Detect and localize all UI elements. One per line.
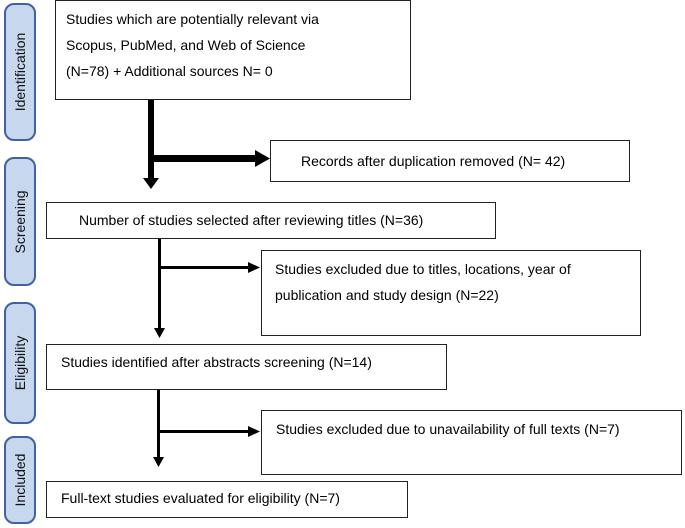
box-duplicates-removed: Records after duplication removed (N= 42…	[270, 140, 630, 182]
box-excluded-fulltext: Studies excluded due to unavailability o…	[261, 410, 682, 475]
phase-screening: Screening	[4, 157, 36, 286]
connector-main-1	[148, 98, 154, 180]
phase-eligibility: Eligibility	[4, 302, 36, 424]
connector-main-3	[157, 389, 160, 457]
connector-branch-1	[151, 155, 257, 162]
box-excluded-titles-line2: publication and study design (N=22)	[275, 287, 499, 303]
box-records-identified-line2: Scopus, PubMed, and Web of Science	[66, 37, 306, 53]
arrowhead-branch-2	[248, 262, 260, 273]
box-screened-text: Number of studies selected after reviewi…	[79, 212, 424, 228]
box-excluded-titles: Studies excluded due to titles, location…	[261, 250, 641, 336]
box-included: Full-text studies evaluated for eligibil…	[46, 481, 408, 518]
arrowhead-main-3	[153, 457, 164, 467]
connector-main-2	[158, 238, 161, 328]
box-screened: Number of studies selected after reviewi…	[46, 202, 496, 239]
box-records-identified: Studies which are potentially relevant v…	[55, 0, 411, 100]
connector-branch-3	[158, 430, 251, 433]
box-records-identified-line1: Studies which are potentially relevant v…	[66, 11, 319, 27]
arrowhead-main-1	[143, 178, 159, 189]
box-abstracts-screened-text: Studies identified after abstracts scree…	[61, 354, 372, 370]
box-included-text: Full-text studies evaluated for eligibil…	[61, 490, 340, 506]
connector-branch-2	[159, 266, 251, 269]
box-records-identified-line3: (N=78) + Additional sources N= 0	[66, 63, 273, 79]
phase-included: Included	[4, 436, 36, 524]
box-abstracts-screened: Studies identified after abstracts scree…	[46, 344, 447, 390]
phase-identification: Identification	[4, 3, 36, 141]
box-excluded-titles-line1: Studies excluded due to titles, location…	[275, 261, 571, 277]
box-duplicates-removed-text: Records after duplication removed (N= 42…	[301, 153, 566, 169]
arrowhead-branch-3	[248, 426, 260, 437]
arrowhead-branch-1	[255, 150, 270, 167]
arrowhead-main-2	[154, 328, 165, 338]
box-excluded-fulltext-text: Studies excluded due to unavailability o…	[276, 421, 620, 437]
